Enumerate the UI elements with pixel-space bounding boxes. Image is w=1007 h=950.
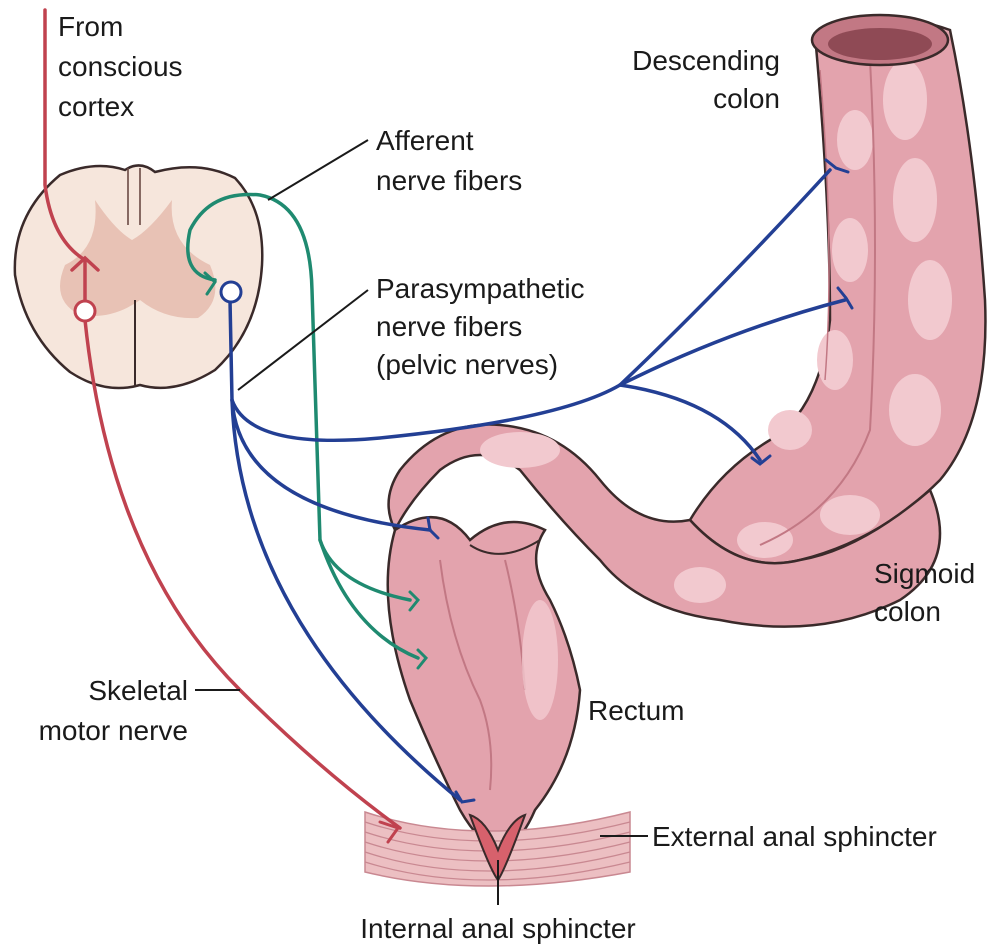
svg-text:Afferent: Afferent	[376, 125, 474, 156]
parasympathetic-neuron-cell-body	[219, 280, 243, 304]
leader-lines	[195, 139, 648, 905]
label-rectum: Rectum	[588, 695, 684, 726]
svg-text:nerve fibers: nerve fibers	[376, 165, 522, 196]
label-parasympathetic-nerve-fibers: Parasympathetic nerve fibers (pelvic ner…	[376, 273, 585, 380]
svg-text:From: From	[58, 11, 123, 42]
motor-neuron-cell-body	[73, 299, 97, 323]
spinal-cord-cross-section	[13, 164, 264, 390]
label-descending-colon: Descending colon	[632, 45, 780, 114]
skeletal-motor-nerve	[43, 8, 402, 844]
svg-text:Parasympathetic: Parasympathetic	[376, 273, 585, 304]
label-internal-anal-sphincter: Internal anal sphincter	[360, 913, 636, 944]
spinal-cord-dorsal-sulcus	[127, 168, 141, 225]
label-external-anal-sphincter: External anal sphincter	[652, 821, 937, 852]
svg-text:cortex: cortex	[58, 91, 134, 122]
svg-text:colon: colon	[713, 83, 780, 114]
svg-text:conscious: conscious	[58, 51, 183, 82]
sigmoid-colon	[387, 423, 942, 628]
spinal-cord-gray-matter	[60, 200, 216, 319]
rectum-body	[386, 515, 582, 852]
label-skeletal-motor-nerve: Skeletal motor nerve	[39, 675, 188, 746]
label-from-conscious-cortex: From conscious cortex	[58, 11, 183, 122]
svg-text:Sigmoid: Sigmoid	[874, 558, 975, 589]
parasympathetic-nerve-fibers	[228, 158, 854, 804]
label-sigmoid-colon: Sigmoid colon	[874, 558, 975, 627]
svg-text:motor nerve: motor nerve	[39, 715, 188, 746]
svg-text:Descending: Descending	[632, 45, 780, 76]
colon	[387, 13, 987, 628]
svg-text:Skeletal: Skeletal	[88, 675, 188, 706]
label-afferent-nerve-fibers: Afferent nerve fibers	[376, 125, 522, 196]
svg-text:(pelvic nerves): (pelvic nerves)	[376, 349, 558, 380]
rectum	[386, 515, 582, 852]
internal-anal-sphincter	[468, 813, 527, 882]
svg-text:colon: colon	[874, 596, 941, 627]
svg-text:nerve fibers: nerve fibers	[376, 311, 522, 342]
